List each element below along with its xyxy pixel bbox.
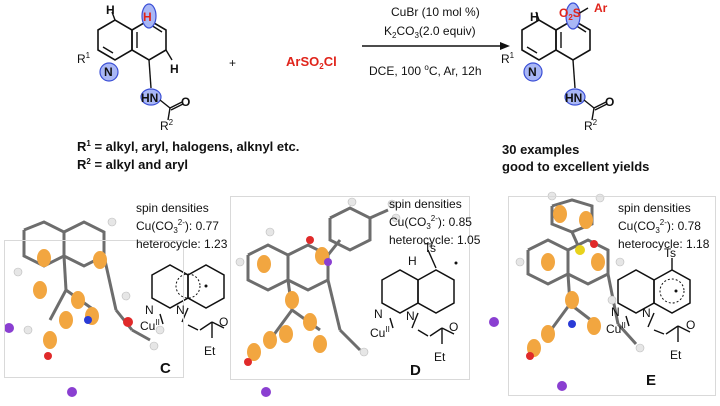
panel-e-o: O <box>686 318 696 332</box>
panel-d-n: N <box>374 307 383 321</box>
panel-e-ts: Ts <box>664 246 676 260</box>
k-ion <box>489 317 499 327</box>
k-ion <box>557 381 567 391</box>
product-label-ar: Ar <box>594 1 608 15</box>
condition-solvent: DCE, 100 oC, Ar, 12h <box>369 63 482 78</box>
ch-highlight-c5 <box>141 3 157 29</box>
model-c <box>4 217 165 397</box>
panel-c-cu: CuII <box>140 318 160 333</box>
panel-d-frame <box>230 196 470 380</box>
intermediate-e-2d <box>617 258 691 342</box>
model-e <box>489 191 645 391</box>
panel-c-et: Et <box>204 344 216 358</box>
panel-e-het-spin: heterocycle: 1.18 <box>618 237 710 251</box>
condition-base: K2CO3(2.0 equiv) <box>384 24 476 40</box>
panel-d-ts: Ts <box>424 241 436 255</box>
panel-e-n: N <box>611 305 620 319</box>
panel-d-h: H <box>408 254 417 268</box>
label-h-c7: H <box>170 62 179 76</box>
nh-highlight <box>140 88 162 106</box>
panel-e-cu-spin: Cu(CO32-): 0.78 <box>618 218 701 235</box>
panel-c-n: N <box>145 303 154 317</box>
panel-e-letter: E <box>646 372 657 389</box>
n-highlight <box>99 62 119 82</box>
k-ion <box>261 387 271 397</box>
plus-sign: + <box>229 56 237 70</box>
product-c5-highlight <box>565 2 581 30</box>
product-label-o: O <box>605 95 615 109</box>
panel-c-letter: C <box>160 360 171 377</box>
panel-e-spin-title: spin densities <box>618 201 691 215</box>
label-o: O <box>181 95 191 109</box>
product-structure <box>521 2 608 121</box>
panel-c-n2: N <box>176 303 185 317</box>
product-n-highlight <box>523 62 543 82</box>
panel-c-spin-title: spin densities <box>136 201 209 215</box>
product-label-r2: R2 <box>584 118 598 133</box>
panel-d-n2: N <box>406 309 415 323</box>
product-label-o2s: O2S <box>559 6 581 22</box>
panel-d-cu: CuII <box>370 325 390 340</box>
panel-e-frame <box>508 196 716 396</box>
product-nh-highlight <box>564 88 586 106</box>
label-h-c5-highlight: H <box>143 10 152 24</box>
label-n-quinoline: N <box>104 65 113 79</box>
r2-definition: R2 = alkyl and aryl <box>77 157 189 172</box>
panel-c-o: O <box>219 315 229 329</box>
product-label-h: H <box>530 10 539 24</box>
panel-e-cu: CuII <box>606 321 626 336</box>
product-label-hn: HN <box>565 91 583 105</box>
reagent-arso2cl: ArSO2Cl <box>286 54 337 72</box>
panel-d-et: Et <box>434 350 446 364</box>
product-label-n: N <box>528 65 537 79</box>
intermediate-d-2d <box>381 249 458 344</box>
panel-d-cu-spin: Cu(CO32-): 0.85 <box>389 214 472 231</box>
k-ion <box>67 387 77 397</box>
product-label-r1: R1 <box>501 51 515 66</box>
panel-d-het-spin: heterocycle: 1.05 <box>389 233 481 247</box>
label-r1: R1 <box>77 51 91 66</box>
panel-d-o: O <box>449 320 459 334</box>
label-h-c5: H <box>106 3 115 17</box>
intermediate-c-2d <box>151 264 225 338</box>
panel-c-frame <box>4 240 184 378</box>
panel-c-het-spin: heterocycle: 1.23 <box>136 237 228 251</box>
panel-e-et: Et <box>670 348 682 362</box>
r1-definition: R1 = alkyl, aryl, halogens, alknyl etc. <box>77 139 300 154</box>
condition-catalyst: CuBr (10 mol %) <box>391 5 480 19</box>
substrate-structure <box>97 3 184 121</box>
panel-d-letter: D <box>410 362 421 379</box>
panel-d-spin-title: spin densities <box>389 197 462 211</box>
model-d <box>235 197 401 397</box>
yields-note: good to excellent yields <box>502 159 650 174</box>
label-r2: R2 <box>160 118 174 133</box>
panel-e-n2: N <box>642 306 651 320</box>
examples-count: 30 examples <box>502 142 580 157</box>
k-ion <box>4 323 14 333</box>
panel-c-cu-spin: Cu(CO32-): 0.77 <box>136 218 219 235</box>
label-hn: HN <box>141 91 159 105</box>
